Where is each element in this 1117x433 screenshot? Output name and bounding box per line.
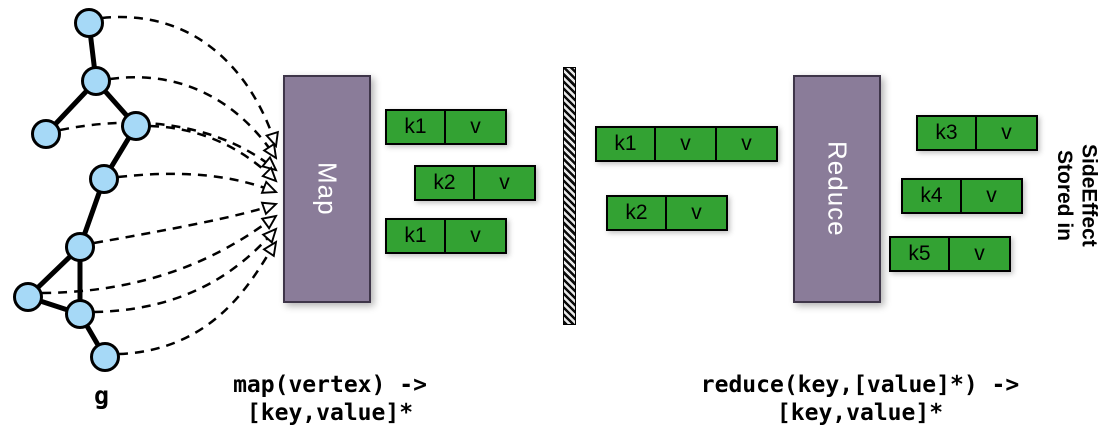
map-input-arrow (41, 216, 276, 295)
map-input-arrow (101, 15, 276, 146)
map-output-row: k1 v (385, 218, 507, 254)
kv-value-cell: v (950, 236, 1011, 272)
shuffle-output-row: k1 v v (595, 126, 778, 162)
kv-key-cell: k2 (606, 195, 667, 231)
kv-key-cell: k4 (901, 178, 962, 214)
kv-key-cell: k1 (385, 218, 446, 254)
reduce-output-row: k3 v (916, 115, 1038, 151)
reduce-function-caption-line1: reduce(key,[value]*) -> (700, 372, 1020, 398)
kv-value-cell: v (446, 109, 507, 145)
kv-value-cell: v (717, 126, 778, 162)
graph-node (65, 232, 95, 262)
kv-value-cell: v (446, 218, 507, 254)
graph-node (13, 282, 43, 312)
reduce-stage-label: Reduce (822, 141, 853, 237)
map-input-arrows (41, 15, 276, 356)
reduce-function-caption: reduce(key,[value]*) -> [key,value]* (655, 372, 1065, 427)
map-stage-box: Map (283, 75, 371, 303)
graph-node (121, 111, 151, 141)
kv-key-cell: k2 (414, 165, 475, 201)
kv-key-cell: k1 (385, 109, 446, 145)
kv-value-cell: v (475, 165, 536, 201)
graph-node (90, 342, 120, 372)
kv-key-cell: k1 (595, 126, 656, 162)
map-function-caption-line2: [key,value]* (246, 399, 414, 426)
side-effect-note-line2: SideEffect (1077, 144, 1101, 247)
graph-node (65, 299, 95, 329)
graph-label: g (94, 381, 110, 410)
map-output-row: k2 v (414, 165, 536, 201)
reduce-function-caption-line2: [key,value]* (776, 399, 944, 426)
map-input-arrow (149, 124, 276, 181)
map-function-caption-line1: map(vertex) -> (233, 372, 427, 398)
kv-value-cell: v (667, 195, 728, 231)
graph-nodes (13, 8, 151, 372)
map-input-arrow (93, 204, 276, 245)
graph-node (31, 119, 61, 149)
map-input-arrow (117, 172, 276, 192)
reduce-stage-box: Reduce (793, 75, 881, 303)
map-input-arrow (93, 229, 276, 314)
kv-value-cell: v (962, 178, 1023, 214)
graph-node (74, 8, 104, 38)
kv-key-cell: k5 (889, 236, 950, 272)
map-input-arrow (109, 76, 276, 158)
reduce-output-row: k4 v (901, 178, 1023, 214)
map-output-row: k1 v (385, 109, 507, 145)
reduce-output-row: k5 v (889, 236, 1011, 272)
map-input-arrow (118, 242, 276, 356)
side-effect-note-line1: Stored in (1053, 149, 1077, 241)
map-function-caption: map(vertex) -> [key,value]* (215, 372, 445, 427)
side-effect-note: Stored in SideEffect (1052, 118, 1100, 273)
map-input-arrow (59, 121, 276, 170)
map-stage-label: Map (312, 162, 343, 216)
kv-value-cell: v (977, 115, 1038, 151)
shuffle-output-row: k2 v (606, 195, 728, 231)
graph-node (81, 66, 111, 96)
kv-key-cell: k3 (916, 115, 977, 151)
graph-node (89, 164, 119, 194)
shuffle-barrier (563, 67, 576, 325)
kv-value-cell: v (656, 126, 717, 162)
